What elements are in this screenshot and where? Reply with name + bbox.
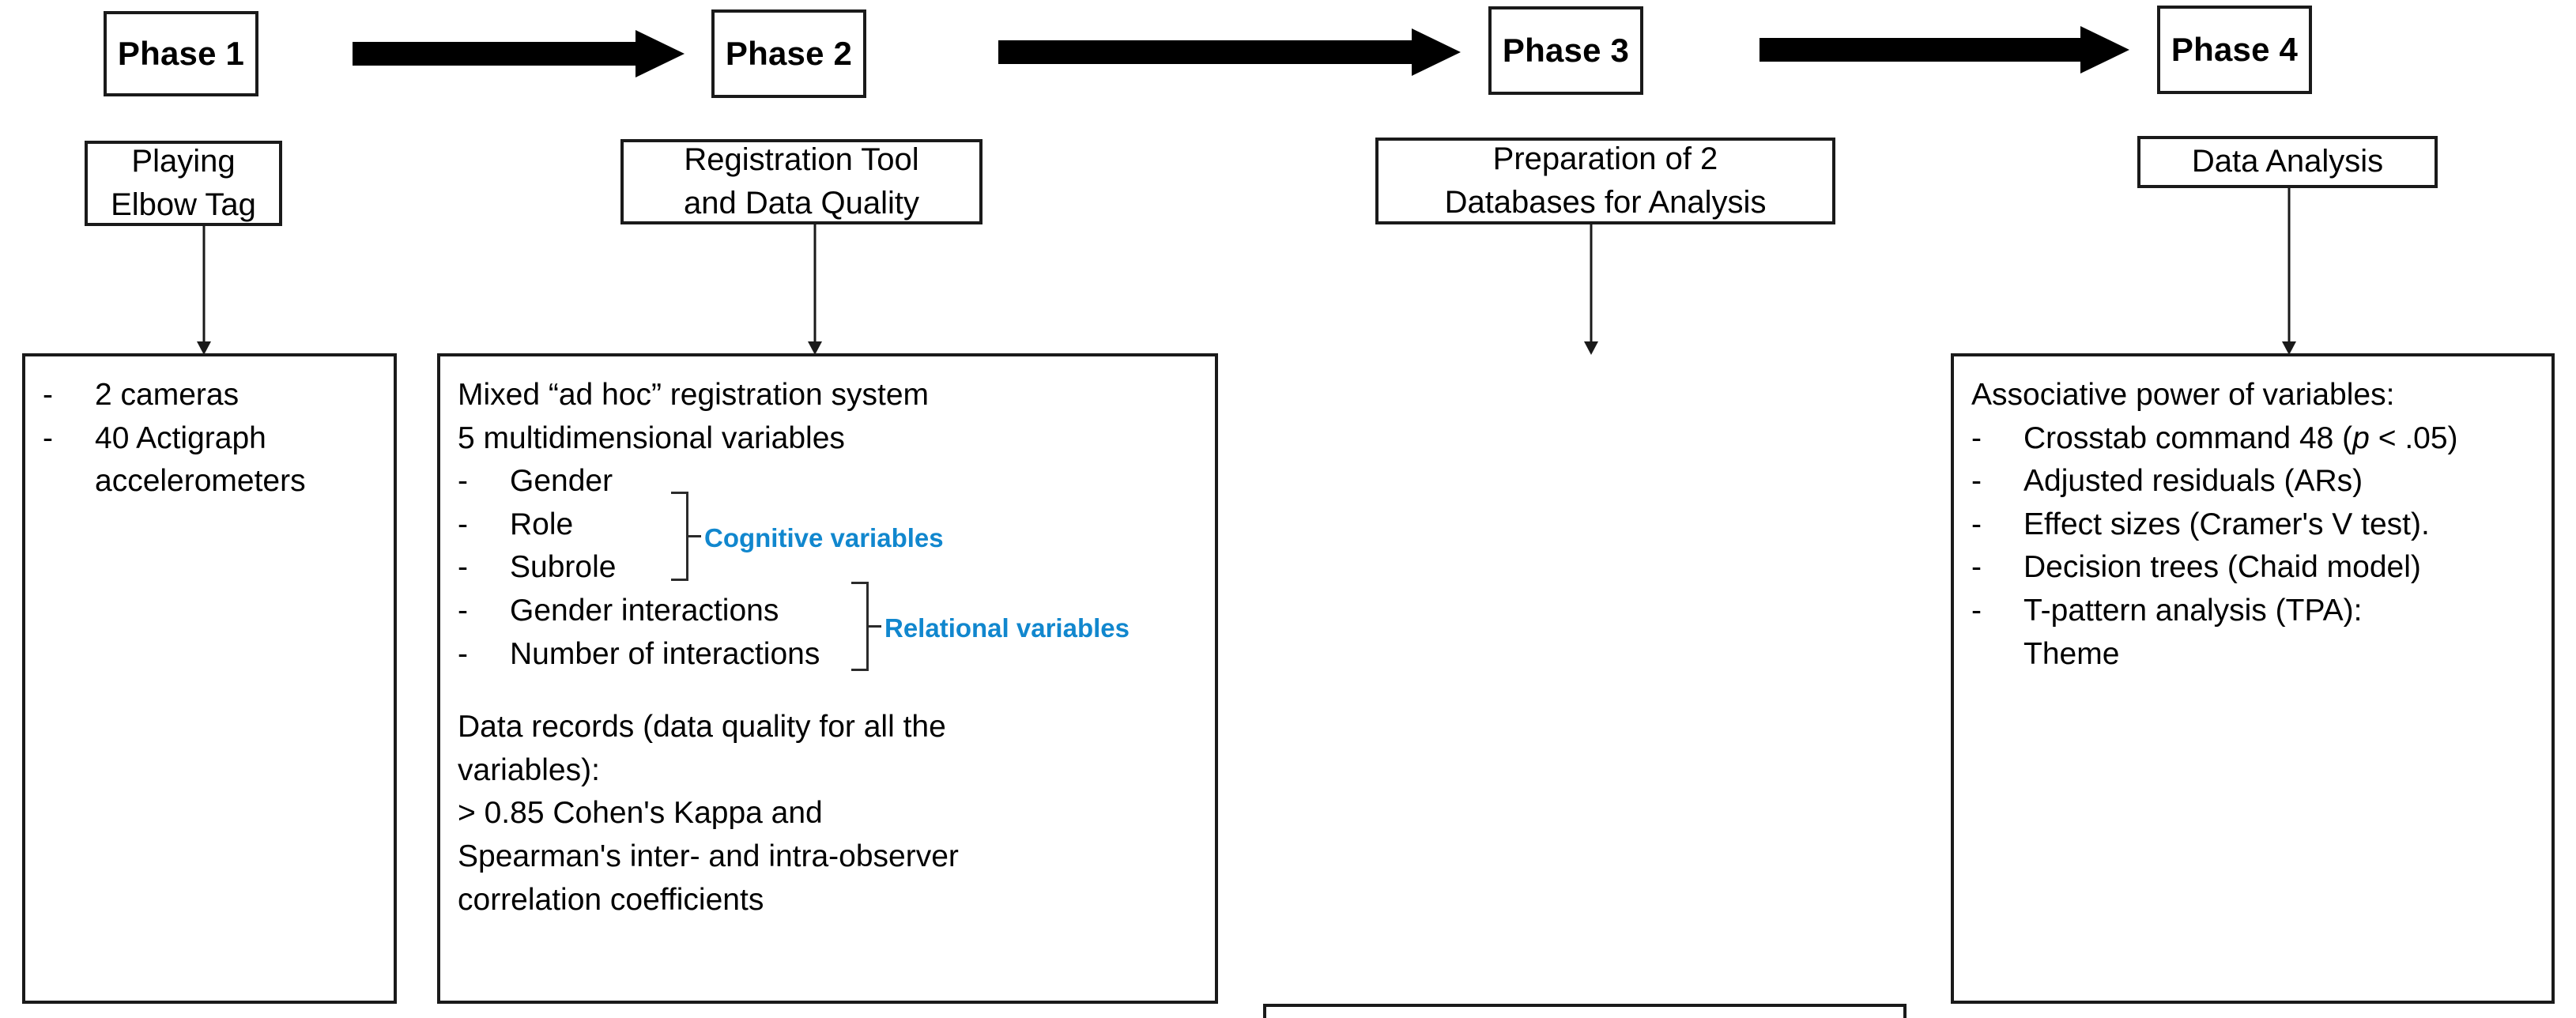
content-intro-line: Mixed “ad hoc” registration system <box>458 378 930 412</box>
flow-arrow-icon-3to4 <box>1759 26 2129 74</box>
bullet-text: T-pattern analysis (TPA): <box>2023 593 2363 628</box>
group-bracket-cognitive <box>671 492 688 581</box>
bullet-dash: - <box>43 420 53 455</box>
list-item: accelerometers <box>43 460 378 503</box>
list-item: - 40 Actigraph <box>43 417 378 461</box>
phase-header-box-4: Phase 4 <box>2157 6 2312 94</box>
bullet-text: Gender interactions <box>510 593 779 628</box>
list-item: - T-pattern analysis (TPA): <box>1971 590 2536 633</box>
bullet-text: Crosstab command 48 (p < .05) <box>2023 417 2536 461</box>
connector-arrow-icon-3 <box>1583 224 1599 355</box>
phase-content-box-2: Mixed “ad hoc” registration system 5 mul… <box>437 353 1218 1004</box>
bullet-dash: - <box>43 378 53 412</box>
phase-subtitle-line2-1: Elbow Tag <box>111 187 256 222</box>
group-label-cognitive: Cognitive variables <box>704 523 944 552</box>
phase-header-label-1: Phase 1 <box>117 35 245 72</box>
bullet-text-post: < .05) <box>2369 420 2458 455</box>
bullet-dash: - <box>458 593 468 628</box>
phase-subtitle-box-1: Playing Elbow Tag <box>85 141 282 226</box>
phase-subtitle-line1-4: Data Analysis <box>2191 144 2384 179</box>
list-item: - Adjusted residuals (ARs) <box>1971 460 2536 503</box>
list-item: - Gender interactions <box>458 590 1199 633</box>
list-item: - Number of interactions <box>458 633 1199 677</box>
bullet-dash: - <box>458 507 468 541</box>
bullet-text: Role <box>510 507 574 541</box>
group-label-relational: Relational variables <box>884 613 1130 643</box>
bullet-dash: - <box>1971 550 1982 585</box>
content-tail-line: Data records (data quality for all the <box>458 710 946 745</box>
bullet-dash: - <box>1971 420 1982 455</box>
bullet-text: Theme <box>2023 636 2120 671</box>
list-item: - Gender <box>458 460 1199 503</box>
phase-header-label-3: Phase 3 <box>1502 32 1630 69</box>
phase-subtitle-line2-2: and Data Quality <box>684 186 919 221</box>
phase-content-box-3: Actilife 6.0 software 480 seconds by pla… <box>1263 1004 1907 1018</box>
bullet-dash: - <box>1971 507 1982 541</box>
phase-subtitle-box-2: Registration Tool and Data Quality <box>620 139 983 224</box>
bullet-dash: - <box>458 550 468 585</box>
list-item: - Role <box>458 503 1199 547</box>
content-intro-line: 5 multidimensional variables <box>458 420 845 455</box>
bullet-text: 40 Actigraph <box>95 420 266 455</box>
flow-arrow-icon-2to3 <box>998 28 1461 76</box>
connector-arrow-icon-1 <box>196 226 212 355</box>
bullet-dash: - <box>458 636 468 671</box>
phase-content-box-4: Associative power of variables: - Crosst… <box>1951 353 2555 1004</box>
phase-header-box-3: Phase 3 <box>1488 6 1643 95</box>
phase-header-box-2: Phase 2 <box>711 9 866 98</box>
phase-header-label-2: Phase 2 <box>725 35 853 72</box>
list-item: - Effect sizes (Cramer's V test). <box>1971 503 2536 547</box>
group-bracket-relational <box>851 582 869 671</box>
phase-content-box-1: - 2 cameras - 40 Actigraph accelerometer… <box>22 353 397 1004</box>
group-bracket-nub-cognitive <box>688 535 701 537</box>
group-bracket-nub-relational <box>869 625 881 628</box>
bullet-text: accelerometers <box>95 464 306 499</box>
phase-subtitle-box-3: Preparation of 2 Databases for Analysis <box>1375 138 1835 224</box>
bullet-text: Gender <box>510 464 613 499</box>
phase-subtitle-line1-2: Registration Tool <box>684 141 919 177</box>
list-item: - 2 cameras <box>43 374 378 417</box>
bullet-dash: - <box>1971 593 1982 628</box>
bullet-text-pre: Crosstab command 48 ( <box>2023 420 2353 455</box>
bullet-text: 2 cameras <box>95 378 239 412</box>
list-item: Theme <box>1971 633 2536 677</box>
phase-header-box-1: Phase 1 <box>104 11 258 96</box>
content-tail-line: > 0.85 Cohen's Kappa and <box>458 796 823 831</box>
flow-arrow-icon-1to2 <box>353 30 685 77</box>
phase-subtitle-line2-3: Databases for Analysis <box>1444 185 1767 220</box>
bullet-text: Adjusted residuals (ARs) <box>2023 464 2363 499</box>
content-tail-line: correlation coefficients <box>458 882 764 917</box>
bullet-text-italic-p: p <box>2352 420 2370 455</box>
bullet-dash: - <box>1971 464 1982 499</box>
connector-arrow-icon-4 <box>2281 188 2297 355</box>
bullet-text: Subrole <box>510 550 617 585</box>
content-intro-line: Associative power of variables: <box>1971 378 2395 412</box>
list-item: - Decision trees (Chaid model) <box>1971 546 2536 590</box>
list-item: - Crosstab command 48 (p < .05) <box>1971 417 2536 461</box>
phase-header-label-4: Phase 4 <box>2171 31 2299 68</box>
connector-arrow-icon-2 <box>807 224 823 355</box>
content-tail-line: Spearman's inter- and intra-observer <box>458 839 959 873</box>
phase-subtitle-line1-1: Playing <box>131 143 236 179</box>
bullet-text: Number of interactions <box>510 636 820 671</box>
bullet-text: Decision trees (Chaid model) <box>2023 550 2421 585</box>
list-item: - Subrole <box>458 546 1199 590</box>
bullet-text: Effect sizes (Cramer's V test). <box>2023 507 2430 541</box>
bullet-dash: - <box>458 464 468 499</box>
content-spacer <box>458 676 1199 706</box>
content-tail-line: variables): <box>458 752 600 787</box>
phase-subtitle-box-4: Data Analysis <box>2137 136 2438 188</box>
phase-subtitle-line1-3: Preparation of 2 <box>1492 141 1718 176</box>
